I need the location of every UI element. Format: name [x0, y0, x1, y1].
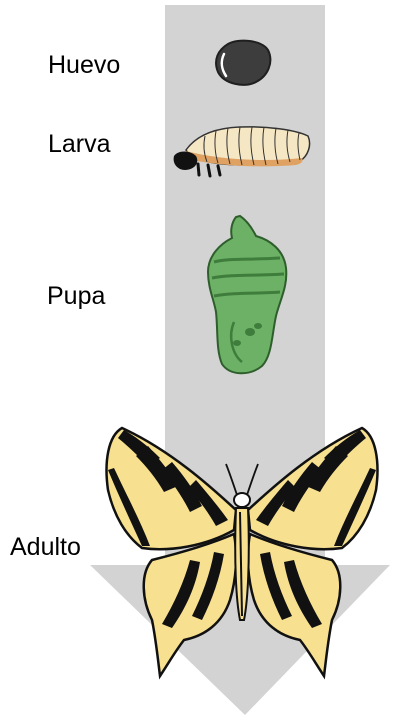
label-pupa: Pupa — [47, 284, 105, 309]
label-egg: Huevo — [48, 53, 120, 78]
egg-icon — [216, 41, 270, 85]
label-adult: Adulto — [10, 535, 81, 560]
label-larva: Larva — [48, 132, 111, 157]
